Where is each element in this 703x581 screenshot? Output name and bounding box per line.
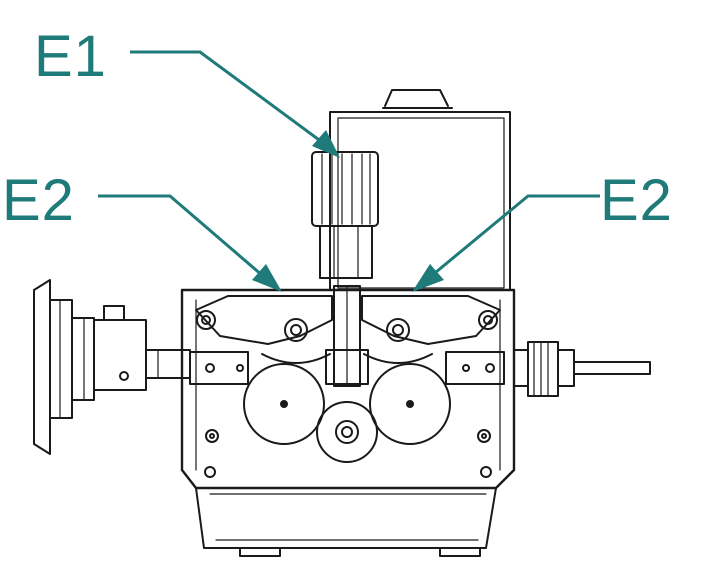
drive-roll-left bbox=[243, 363, 325, 445]
callout-leaders bbox=[98, 50, 600, 284]
callout-arrowheads bbox=[252, 130, 444, 292]
outlet-connector bbox=[513, 341, 651, 397]
drive-roll-right bbox=[369, 363, 451, 445]
main-body bbox=[180, 288, 516, 557]
arrowhead-e2-right bbox=[412, 264, 444, 292]
center-wire-guide bbox=[325, 285, 369, 387]
pressure-arm-left bbox=[195, 295, 333, 364]
pressure-arm-right bbox=[361, 295, 501, 364]
motor-housing bbox=[329, 89, 511, 291]
callout-label-e2-left: E2 bbox=[2, 168, 75, 233]
mounting-holes bbox=[204, 429, 492, 478]
callout-label-e1: E1 bbox=[34, 24, 107, 89]
callout-label-e2-right: E2 bbox=[600, 168, 673, 233]
right-bracket bbox=[445, 351, 505, 385]
left-bracket bbox=[189, 351, 249, 385]
arrowhead-e1 bbox=[312, 130, 340, 158]
leader-e1 bbox=[130, 50, 331, 150]
inlet-guide-body bbox=[93, 305, 191, 391]
tension-knob bbox=[311, 151, 379, 227]
leader-e2-left bbox=[98, 194, 271, 284]
center-gear bbox=[316, 401, 378, 463]
tension-shaft bbox=[319, 225, 373, 279]
leader-e2-right bbox=[423, 194, 600, 284]
inlet-flange bbox=[33, 279, 95, 455]
arrowhead-e2-left bbox=[252, 264, 282, 292]
